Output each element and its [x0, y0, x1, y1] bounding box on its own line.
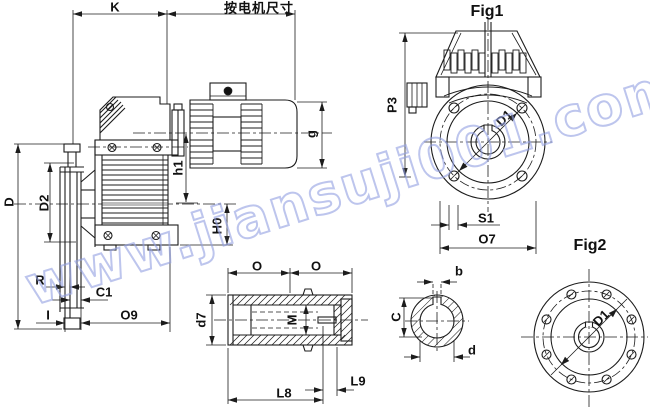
dim-label-g: g — [303, 130, 319, 138]
dim-label-d2: D2 — [36, 194, 52, 212]
dim-label-r: R — [35, 272, 45, 288]
dim-label-o-left: O — [251, 258, 263, 274]
bore-section-drawing — [399, 279, 470, 362]
fig2-drawing — [521, 269, 648, 407]
dim-label-s1: S1 — [478, 210, 494, 226]
dim-label-o-right: O — [310, 258, 322, 274]
dim-label-k: K — [110, 0, 120, 15]
dim-label-o9: O9 — [120, 307, 138, 323]
dim-label-c1: C1 — [95, 284, 113, 300]
dim-label-m: M — [284, 314, 300, 326]
dim-label-h1: h1 — [170, 160, 186, 176]
shaft-detail-drawing — [206, 268, 368, 404]
dim-label-i: I — [46, 307, 50, 323]
fig1-drawing — [399, 18, 552, 254]
dim-label-o7: O7 — [478, 231, 496, 247]
dim-label-d-bore: d — [468, 342, 476, 358]
dim-label-d7: d7 — [193, 312, 209, 328]
dim-label-p3: P3 — [384, 97, 400, 113]
dim-label-c: C — [388, 312, 404, 322]
dim-label-l9: L9 — [350, 373, 366, 389]
figure-title-fig2: Fig2 — [573, 237, 607, 254]
dim-label-h0: H0 — [209, 217, 225, 235]
figure-title-fig1: Fig1 — [470, 3, 504, 20]
dim-label-d-upper: D — [1, 197, 17, 207]
dim-label-motor-note: 按电机尺寸 — [223, 0, 295, 16]
side-view-drawing — [14, 10, 332, 332]
dim-label-b: b — [455, 263, 463, 279]
dim-label-l8: L8 — [276, 385, 292, 401]
